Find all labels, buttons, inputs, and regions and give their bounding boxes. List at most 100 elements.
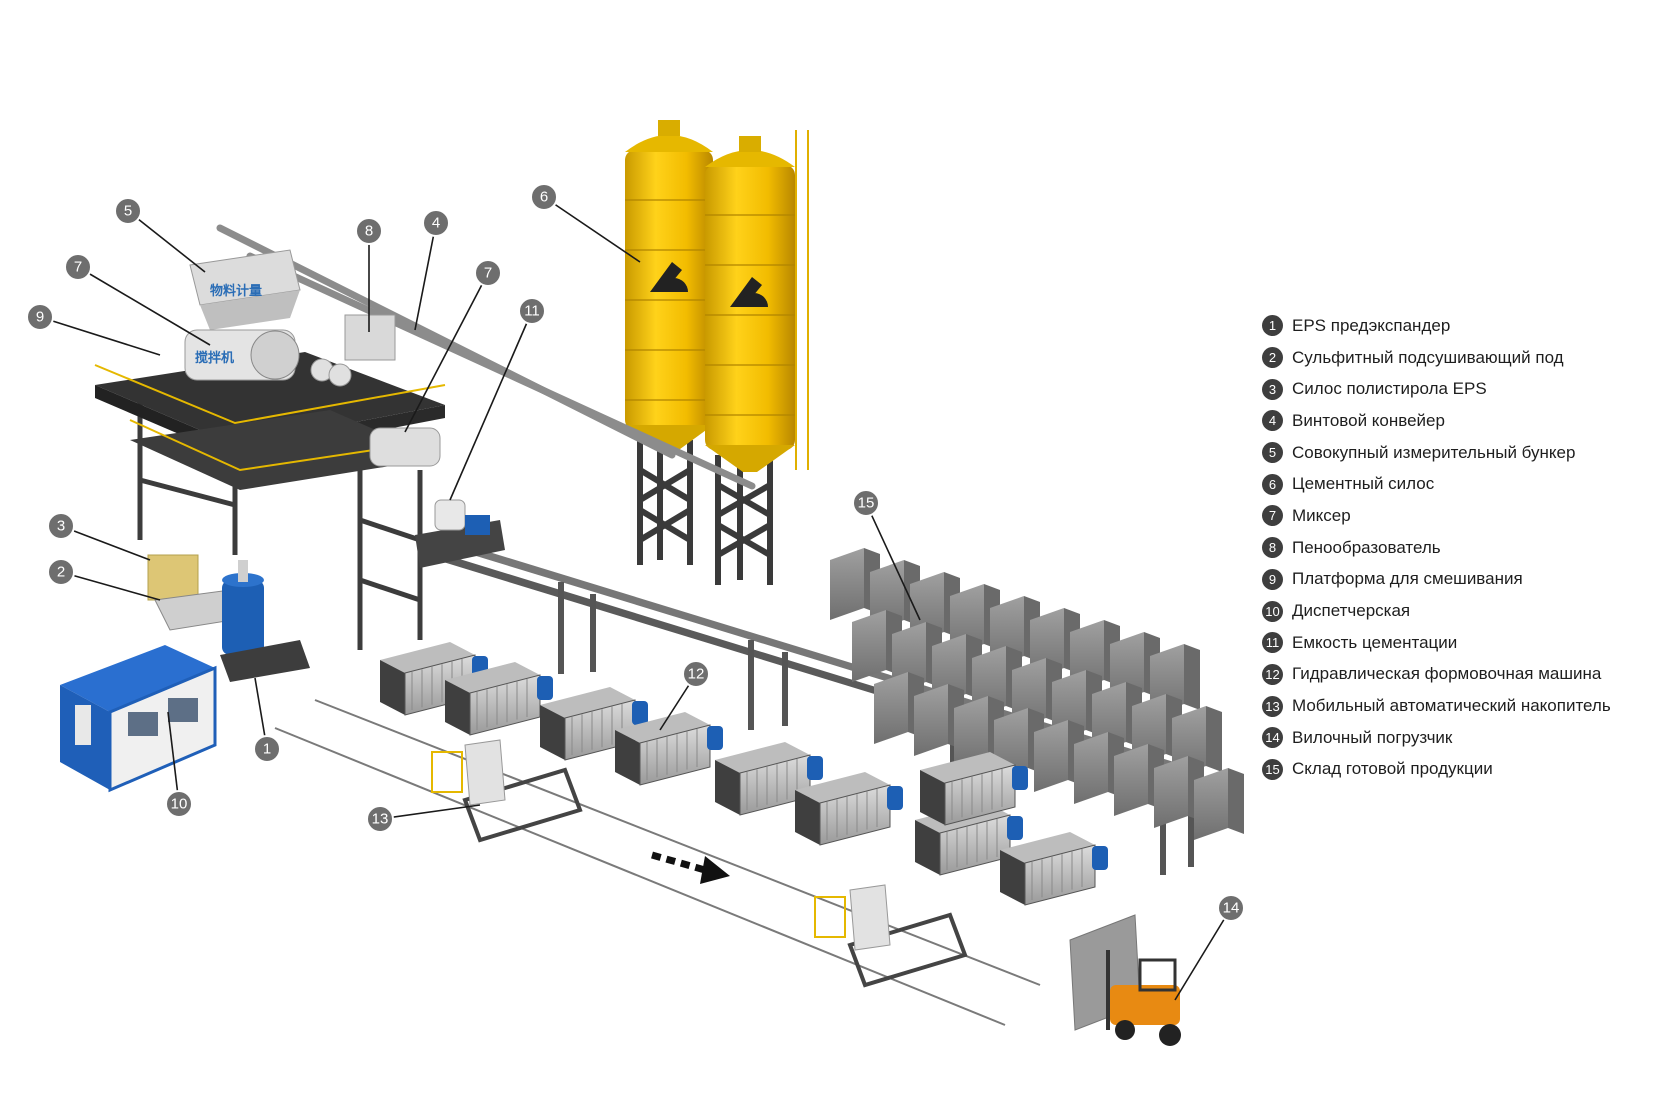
callout-number: 8 bbox=[365, 223, 373, 240]
legend-item: 13 Мобильный автоматический накопитель bbox=[1262, 690, 1672, 722]
callout-leader bbox=[60, 571, 161, 601]
legend-label: Гидравлическая формовочная машина bbox=[1292, 664, 1602, 684]
legend-item: 5 Совокупный измерительный бункер bbox=[1262, 437, 1672, 469]
callout-12: 12 bbox=[659, 660, 710, 731]
moulding-machine bbox=[445, 662, 553, 736]
legend-item: 15 Склад готовой продукции bbox=[1262, 754, 1672, 786]
callout-badge bbox=[47, 512, 75, 540]
callout-number: 5 bbox=[124, 203, 132, 220]
callout-badge bbox=[366, 805, 394, 833]
moulding-machine bbox=[1000, 832, 1108, 906]
moulding-machine bbox=[920, 752, 1028, 826]
callout-number: 2 bbox=[57, 564, 65, 581]
legend-number: 6 bbox=[1262, 473, 1283, 495]
legend-number: 5 bbox=[1262, 442, 1283, 464]
moulding-machine bbox=[715, 742, 823, 816]
legend-label: Мобильный автоматический накопитель bbox=[1292, 696, 1611, 716]
flow-direction-arrow bbox=[651, 851, 730, 884]
callout-badge bbox=[355, 217, 383, 245]
legend-number: 15 bbox=[1262, 758, 1283, 780]
legend-number: 8 bbox=[1262, 537, 1283, 559]
legend-number: 1 bbox=[1262, 315, 1283, 337]
screw-conveyors bbox=[216, 224, 756, 490]
callout-number: 15 bbox=[858, 495, 875, 512]
legend-number: 2 bbox=[1262, 347, 1283, 369]
callout-7: 7 bbox=[404, 259, 502, 433]
callout-number: 1 bbox=[263, 741, 271, 758]
callout-badge bbox=[26, 303, 54, 331]
silo-right bbox=[705, 130, 809, 585]
forklift bbox=[1069, 914, 1181, 1046]
eps-pre-expander bbox=[220, 560, 310, 682]
callout-14: 14 bbox=[1174, 894, 1245, 1001]
aggregate-hopper: 物料计量 bbox=[189, 249, 301, 330]
legend-label: EPS предэкспандер bbox=[1292, 315, 1451, 335]
callout-leader bbox=[543, 196, 641, 263]
callout-badge bbox=[64, 253, 92, 281]
legend-item: 1 EPS предэкспандер bbox=[1262, 310, 1672, 342]
legend-number: 3 bbox=[1262, 378, 1283, 400]
callout-number: 7 bbox=[484, 265, 492, 282]
callout-badge bbox=[530, 183, 558, 211]
callout-3: 3 bbox=[47, 512, 151, 561]
silo-left bbox=[625, 120, 713, 565]
legend-label: Винтовой конвейер bbox=[1292, 410, 1445, 430]
callout-badge bbox=[852, 489, 880, 517]
callout-10: 10 bbox=[165, 711, 193, 818]
legend-label: Платформа для смешивания bbox=[1292, 569, 1523, 589]
stored-block bbox=[1194, 768, 1244, 840]
legend-label: Совокупный измерительный бункер bbox=[1292, 442, 1576, 462]
callout-badge bbox=[682, 660, 710, 688]
legend-label: Емкость цементации bbox=[1292, 632, 1458, 652]
callout-leader bbox=[1174, 907, 1232, 1001]
callout-2: 2 bbox=[47, 558, 161, 601]
legend-number: 10 bbox=[1262, 600, 1283, 622]
legend-number: 13 bbox=[1262, 695, 1283, 717]
callout-badge bbox=[165, 790, 193, 818]
callout-badge bbox=[47, 558, 75, 586]
legend-item: 10 Диспетчерская bbox=[1262, 595, 1672, 627]
callout-number: 10 bbox=[171, 796, 188, 813]
callout-leader bbox=[127, 210, 206, 273]
callout-leader bbox=[379, 804, 481, 820]
callout-number: 12 bbox=[688, 666, 705, 683]
legend-label: Склад готовой продукции bbox=[1292, 759, 1493, 779]
legend-number: 7 bbox=[1262, 505, 1283, 527]
callout-leader bbox=[167, 711, 180, 805]
callout-badge bbox=[518, 297, 546, 325]
legend-number: 14 bbox=[1262, 727, 1283, 749]
hopper-lettering: 物料计量 bbox=[210, 283, 262, 299]
callout-badge bbox=[1217, 894, 1245, 922]
moulding-machine bbox=[795, 772, 903, 846]
callout-6: 6 bbox=[530, 183, 641, 263]
mixer-lettering: 搅拌机 bbox=[195, 350, 234, 366]
callout-leader bbox=[865, 502, 921, 621]
mixer-secondary bbox=[369, 427, 441, 467]
callout-number: 9 bbox=[36, 309, 44, 326]
legend-label: Диспетчерская bbox=[1292, 601, 1411, 621]
callout-15: 15 bbox=[852, 489, 921, 621]
callout-4: 4 bbox=[414, 209, 450, 331]
callout-leader bbox=[60, 525, 151, 561]
legend-label: Вилочный погрузчик bbox=[1292, 727, 1453, 747]
callout-5: 5 bbox=[114, 197, 206, 273]
foam-generator bbox=[310, 314, 396, 387]
callout-number: 14 bbox=[1223, 900, 1240, 917]
callout-number: 6 bbox=[540, 189, 548, 206]
legend-label: Пенообразователь bbox=[1292, 537, 1441, 557]
callout-11: 11 bbox=[449, 297, 546, 501]
finished-product-warehouse bbox=[830, 548, 1244, 840]
floor-track-lines bbox=[274, 699, 1041, 1026]
mixing-platform bbox=[94, 352, 446, 650]
legend-item: 8 Пенообразователь bbox=[1262, 532, 1672, 564]
callout-1: 1 bbox=[253, 677, 281, 763]
callout-leader bbox=[404, 272, 489, 433]
